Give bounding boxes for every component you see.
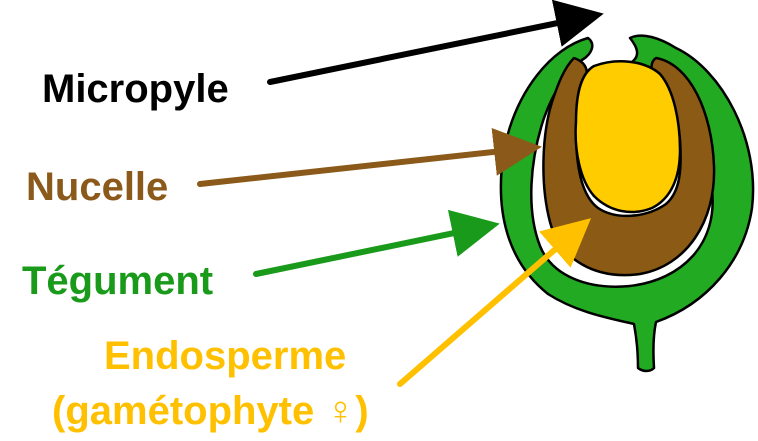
nucelle-arrow [200, 148, 530, 184]
endosperme-shape [576, 61, 680, 212]
label-gametophyte: (gamétophyte ♀) [52, 388, 369, 434]
tegument-arrow [256, 226, 488, 274]
label-tegument: Tégument [22, 258, 213, 304]
label-micropyle: Micropyle [42, 66, 229, 112]
endosperme-arrow [400, 226, 582, 384]
label-endosperme: Endosperme [104, 333, 346, 379]
label-nucelle: Nucelle [26, 164, 168, 210]
